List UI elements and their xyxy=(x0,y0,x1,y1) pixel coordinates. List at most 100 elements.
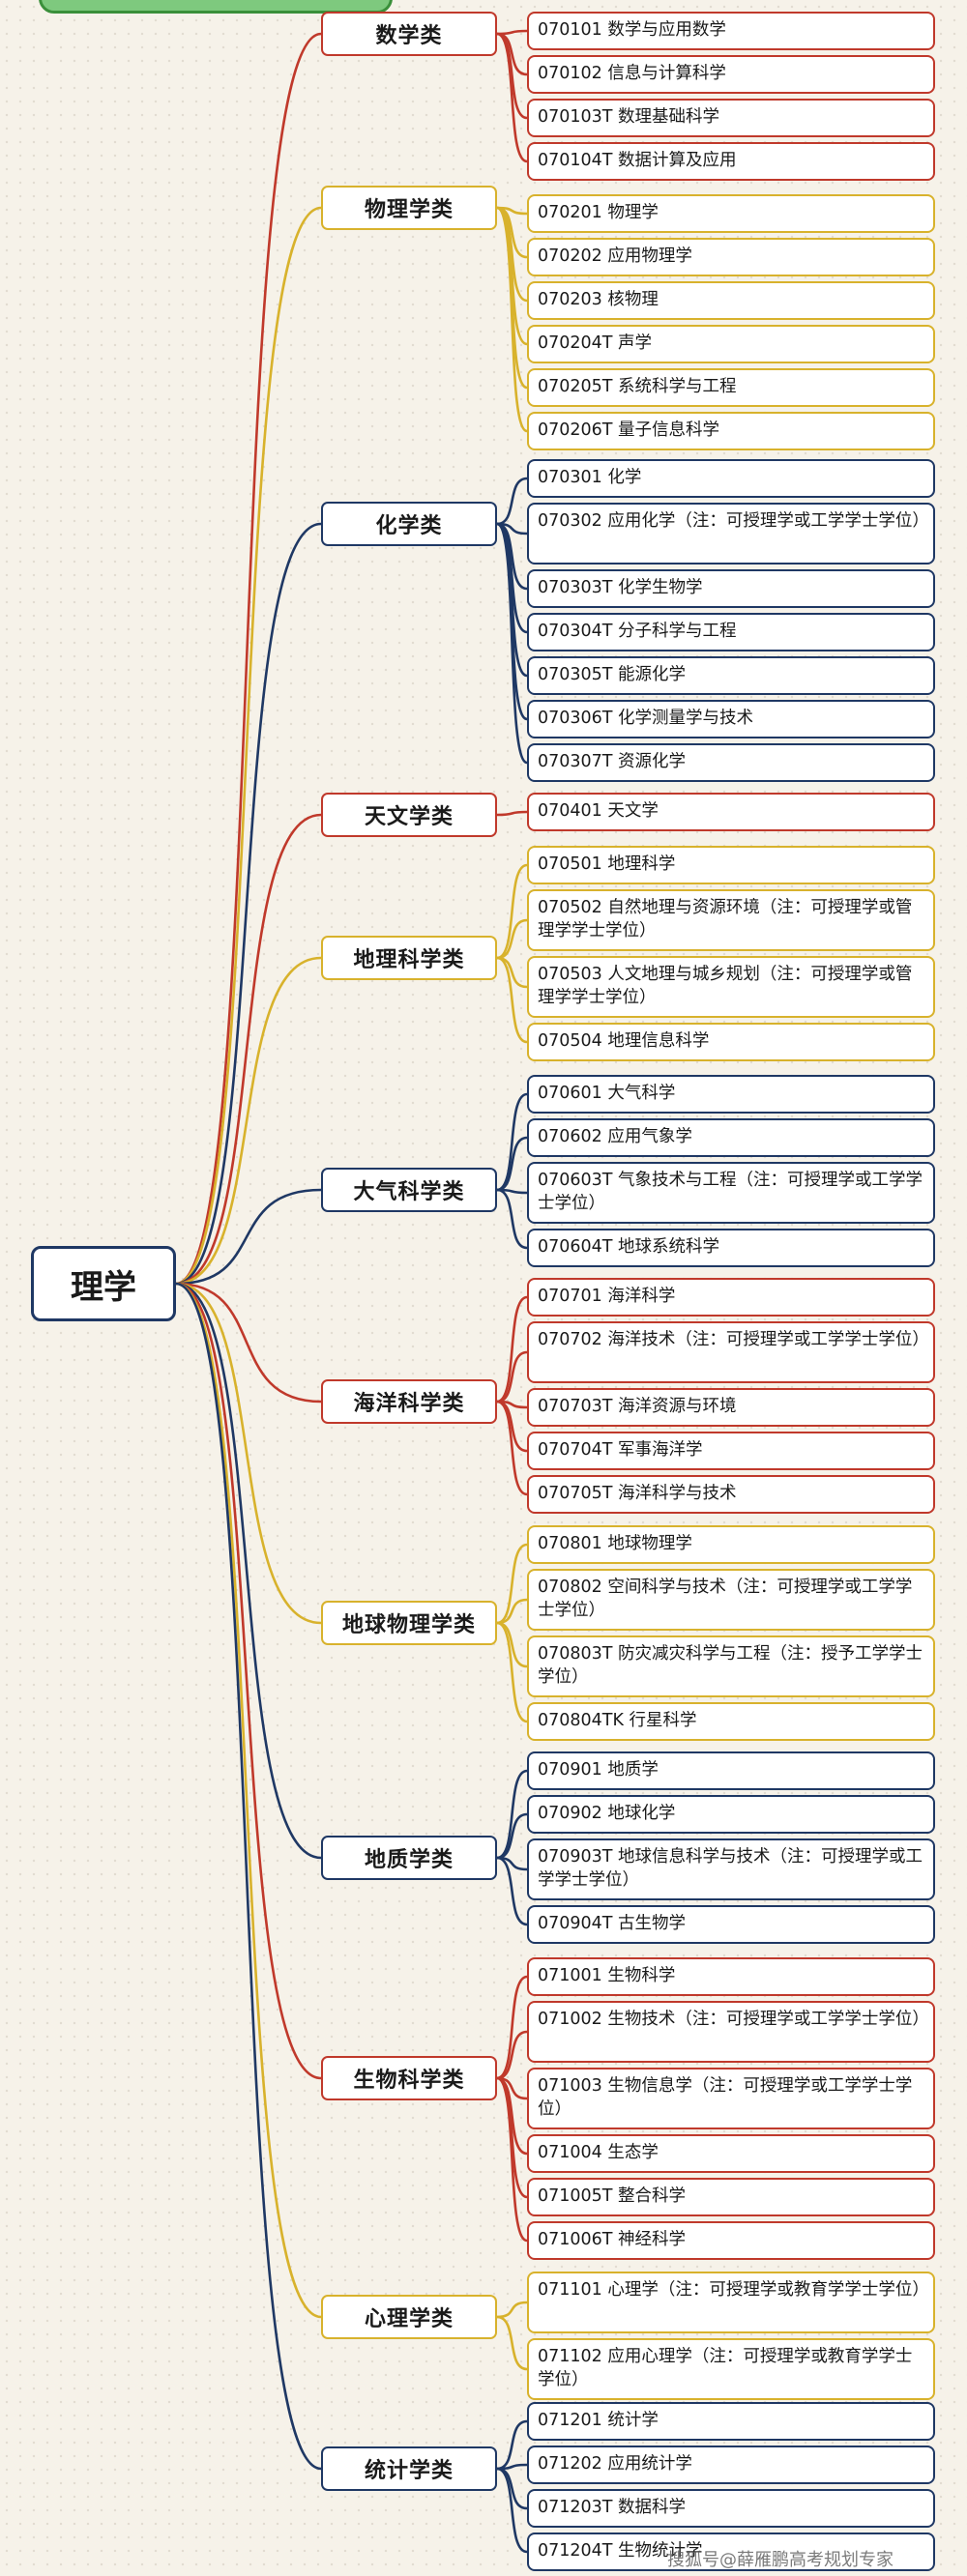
major-item[interactable]: 070701 海洋科学 xyxy=(527,1278,935,1317)
major-item[interactable]: 070703T 海洋资源与环境 xyxy=(527,1388,935,1427)
category-item-link xyxy=(496,1975,528,2080)
major-item[interactable]: 071004 生态学 xyxy=(527,2134,935,2173)
category-item-link xyxy=(496,1350,528,1404)
major-item[interactable]: 071203T 数据科学 xyxy=(527,2489,935,2528)
major-item[interactable]: 071005T 整合科学 xyxy=(527,2178,935,2216)
major-item[interactable]: 070602 应用气象学 xyxy=(527,1118,935,1157)
major-item[interactable]: 070802 空间科学与技术（注：可授理学或工学学士学位） xyxy=(527,1569,935,1631)
root-category-link xyxy=(175,1188,322,1286)
major-item[interactable]: 070801 地球物理学 xyxy=(527,1525,935,1564)
category-item-link xyxy=(496,2030,528,2080)
major-item[interactable]: 070204T 声学 xyxy=(527,325,935,363)
major-item[interactable]: 070903T 地球信息科学与技术（注：可授理学或工学学士学位） xyxy=(527,1838,935,1900)
major-item[interactable]: 070302 应用化学（注：可授理学或工学学士学位） xyxy=(527,503,935,564)
major-item[interactable]: 071102 应用心理学（注：可授理学或教育学学士学位） xyxy=(527,2338,935,2400)
major-item[interactable]: 070306T 化学测量学与技术 xyxy=(527,700,935,738)
root-category-link xyxy=(175,206,322,1286)
category-node[interactable]: 海洋科学类 xyxy=(321,1379,497,1424)
major-item[interactable]: 070104T 数据计算及应用 xyxy=(527,142,935,181)
category-item-link xyxy=(496,32,528,163)
major-item[interactable]: 071202 应用统计学 xyxy=(527,2446,935,2484)
major-item[interactable]: 070103T 数理基础科学 xyxy=(527,99,935,137)
major-item[interactable]: 070305T 能源化学 xyxy=(527,656,935,695)
root-node[interactable]: 理学 xyxy=(31,1246,176,1321)
category-item-link xyxy=(496,206,528,433)
major-item[interactable]: 070301 化学 xyxy=(527,459,935,498)
category-item-link xyxy=(496,2301,528,2319)
major-item[interactable]: 070101 数学与应用数学 xyxy=(527,12,935,50)
major-item[interactable]: 070304T 分子科学与工程 xyxy=(527,613,935,651)
root-category-link xyxy=(175,1282,322,2471)
category-node[interactable]: 心理学类 xyxy=(321,2295,497,2339)
major-item[interactable]: 070202 应用物理学 xyxy=(527,238,935,276)
major-item[interactable]: 070804TK 行星科学 xyxy=(527,1702,935,1741)
category-node[interactable]: 物理学类 xyxy=(321,186,497,230)
category-node[interactable]: 统计学类 xyxy=(321,2446,497,2491)
category-item-link xyxy=(496,956,528,989)
major-item[interactable]: 071003 生物信息学（注：可授理学或工学学士学位） xyxy=(527,2068,935,2129)
major-item[interactable]: 070904T 古生物学 xyxy=(527,1905,935,1944)
major-item[interactable]: 070401 天文学 xyxy=(527,793,935,831)
major-item[interactable]: 071006T 神经科学 xyxy=(527,2221,935,2260)
major-item[interactable]: 071001 生物科学 xyxy=(527,1957,935,1996)
category-item-link xyxy=(496,1543,528,1625)
category-item-link xyxy=(496,1136,528,1192)
major-item[interactable]: 070902 地球化学 xyxy=(527,1795,935,1834)
category-node[interactable]: 地理科学类 xyxy=(321,936,497,980)
major-item[interactable]: 070604T 地球系统科学 xyxy=(527,1229,935,1267)
major-item[interactable]: 070502 自然地理与资源环境（注：可授理学或管理学学士学位） xyxy=(527,889,935,951)
category-node[interactable]: 地球物理学类 xyxy=(321,1601,497,1645)
category-item-link xyxy=(496,1598,528,1625)
category-item-link xyxy=(496,2315,528,2371)
root-category-link xyxy=(175,1282,322,2080)
major-item[interactable]: 070705T 海洋科学与技术 xyxy=(527,1475,935,1514)
category-item-link xyxy=(496,1188,528,1250)
major-item[interactable]: 071002 生物技术（注：可授理学或工学学士学位） xyxy=(527,2001,935,2063)
category-node[interactable]: 数学类 xyxy=(321,12,497,56)
category-item-link xyxy=(496,1769,528,1860)
major-item[interactable]: 070702 海洋技术（注：可授理学或工学学士学位） xyxy=(527,1321,935,1383)
major-item[interactable]: 070303T 化学生物学 xyxy=(527,569,935,608)
root-category-link xyxy=(175,956,322,1286)
root-category-link xyxy=(175,1282,322,1404)
category-node[interactable]: 化学类 xyxy=(321,502,497,546)
watermark: 搜狐号@薛雁鹏高考规划专家 xyxy=(667,2550,894,2570)
major-item[interactable]: 070601 大气科学 xyxy=(527,1075,935,1114)
root-category-link xyxy=(175,1282,322,1625)
category-item-link xyxy=(496,1812,528,1860)
major-item[interactable]: 070206T 量子信息科学 xyxy=(527,412,935,450)
major-item[interactable]: 070501 地理科学 xyxy=(527,846,935,884)
category-node[interactable]: 天文学类 xyxy=(321,793,497,837)
major-item[interactable]: 070503 人文地理与城乡规划（注：可授理学或管理学学士学位） xyxy=(527,956,935,1018)
category-node[interactable]: 生物科学类 xyxy=(321,2056,497,2100)
major-item[interactable]: 070307T 资源化学 xyxy=(527,743,935,782)
category-item-link xyxy=(496,1621,528,1723)
root-category-link xyxy=(175,32,322,1286)
category-item-link xyxy=(496,2076,528,2243)
category-item-link xyxy=(496,1092,528,1192)
major-item[interactable]: 070203 核物理 xyxy=(527,281,935,320)
category-item-link xyxy=(496,1295,528,1404)
root-category-link xyxy=(175,1282,322,1860)
category-item-link xyxy=(496,918,528,960)
major-item[interactable]: 070901 地质学 xyxy=(527,1751,935,1790)
major-item[interactable]: 070704T 军事海洋学 xyxy=(527,1432,935,1470)
major-item[interactable]: 070603T 气象技术与工程（注：可授理学或工学学士学位） xyxy=(527,1162,935,1224)
root-category-link xyxy=(175,1282,322,2319)
major-item[interactable]: 070201 物理学 xyxy=(527,194,935,233)
category-node[interactable]: 地质学类 xyxy=(321,1836,497,1880)
major-item[interactable]: 071204T 生物统计学 xyxy=(527,2533,935,2571)
major-item[interactable]: 070205T 系统科学与工程 xyxy=(527,368,935,407)
root-category-link xyxy=(175,813,322,1286)
major-item[interactable]: 070504 地理信息科学 xyxy=(527,1023,935,1061)
category-item-link xyxy=(496,2467,528,2554)
category-item-link xyxy=(496,2419,528,2471)
major-item[interactable]: 071101 心理学（注：可授理学或教育学学士学位） xyxy=(527,2272,935,2333)
root-category-link xyxy=(175,522,322,1286)
category-node[interactable]: 大气科学类 xyxy=(321,1168,497,1212)
major-item[interactable]: 070803T 防灾减灾科学与工程（注：授予工学学士学位） xyxy=(527,1635,935,1697)
major-item[interactable]: 070102 信息与计算科学 xyxy=(527,55,935,94)
major-item[interactable]: 071201 统计学 xyxy=(527,2402,935,2441)
category-item-link xyxy=(496,863,528,960)
